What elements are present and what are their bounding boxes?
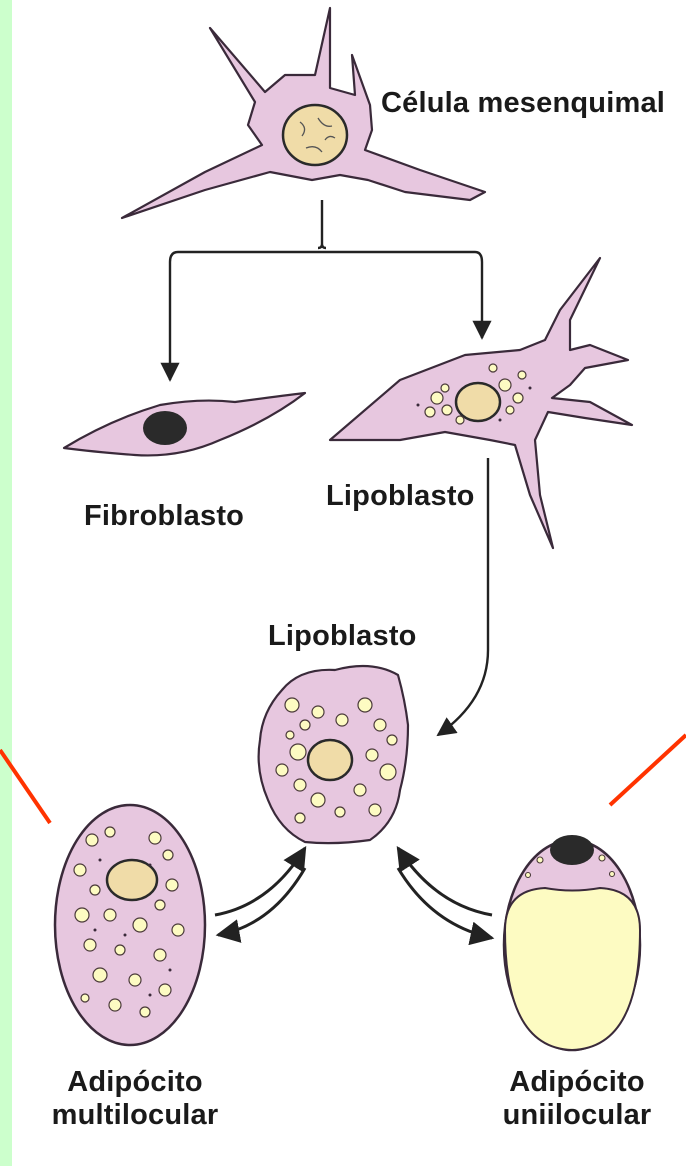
unilocular-adipocyte-cell — [504, 835, 640, 1050]
fibroblast-nucleus — [143, 411, 187, 445]
label-fibroblast: Fibroblasto — [84, 500, 244, 533]
label-mesenchymal: Célula mesenquimal — [381, 87, 665, 120]
label-adipocyte-multilocular: Adipócito multilocular — [40, 1066, 230, 1133]
split-arrows — [170, 200, 482, 380]
label-lipoblast-top: Lipoblasto — [326, 480, 475, 513]
pointer-line-right — [610, 735, 686, 805]
multilocular-body — [55, 805, 205, 1045]
fibroblast-cell — [64, 393, 305, 455]
label-adipocyte-unilocular-line1: Adipócito — [482, 1066, 672, 1099]
mesenchymal-nucleus — [283, 105, 347, 165]
lipoblast-mid-cell — [259, 666, 408, 843]
lipoblast-mid-nucleus — [308, 740, 352, 780]
label-adipocyte-unilocular-line2: uniilocular — [482, 1099, 672, 1132]
bidirectional-arrows-left — [215, 848, 305, 935]
label-adipocyte-unilocular: Adipócito uniilocular — [482, 1066, 672, 1133]
lipoblast-top-nucleus — [456, 383, 500, 421]
label-lipoblast-mid: Lipoblasto — [268, 620, 417, 653]
multilocular-adipocyte-cell — [55, 805, 205, 1045]
unilocular-nucleus — [550, 835, 594, 865]
label-adipocyte-multilocular-line1: Adipócito — [40, 1066, 230, 1099]
pointer-line-left — [0, 750, 50, 823]
unilocular-lipid-droplet — [505, 888, 640, 1050]
bidirectional-arrows-right — [398, 848, 492, 938]
label-adipocyte-multilocular-line2: multilocular — [40, 1099, 230, 1132]
